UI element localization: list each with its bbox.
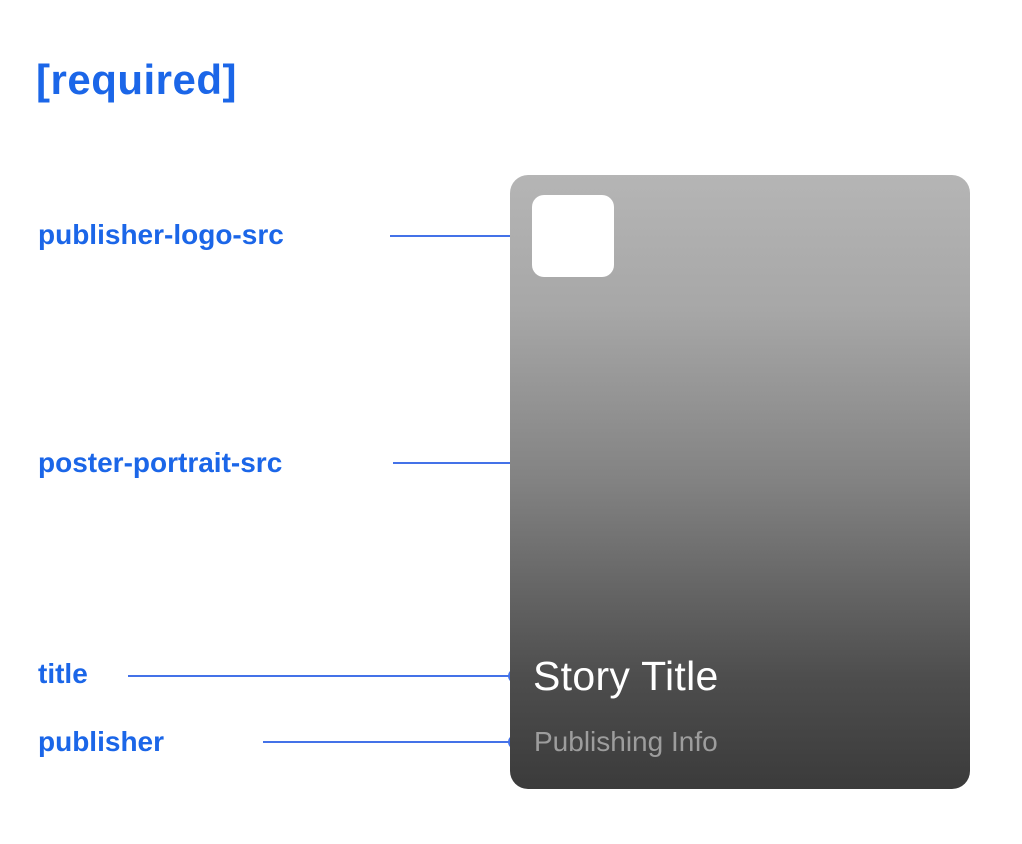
- callout-line-title: [128, 675, 515, 677]
- callout-line-publisher-logo-src: [390, 235, 568, 237]
- story-title-text: Story Title: [533, 653, 719, 699]
- callout-label-poster-portrait-src: poster-portrait-src: [38, 447, 283, 478]
- publishing-info-text: Publishing Info: [534, 726, 718, 757]
- required-heading: [required]: [36, 56, 238, 103]
- publisher-logo-placeholder: [532, 195, 614, 277]
- callout-label-publisher-logo-src: publisher-logo-src: [38, 219, 284, 250]
- callout-label-publisher: publisher: [38, 726, 165, 757]
- story-poster-card: Story Title Publishing Info: [510, 175, 970, 789]
- callout-label-title: title: [38, 658, 88, 689]
- callout-line-publisher: [263, 741, 515, 743]
